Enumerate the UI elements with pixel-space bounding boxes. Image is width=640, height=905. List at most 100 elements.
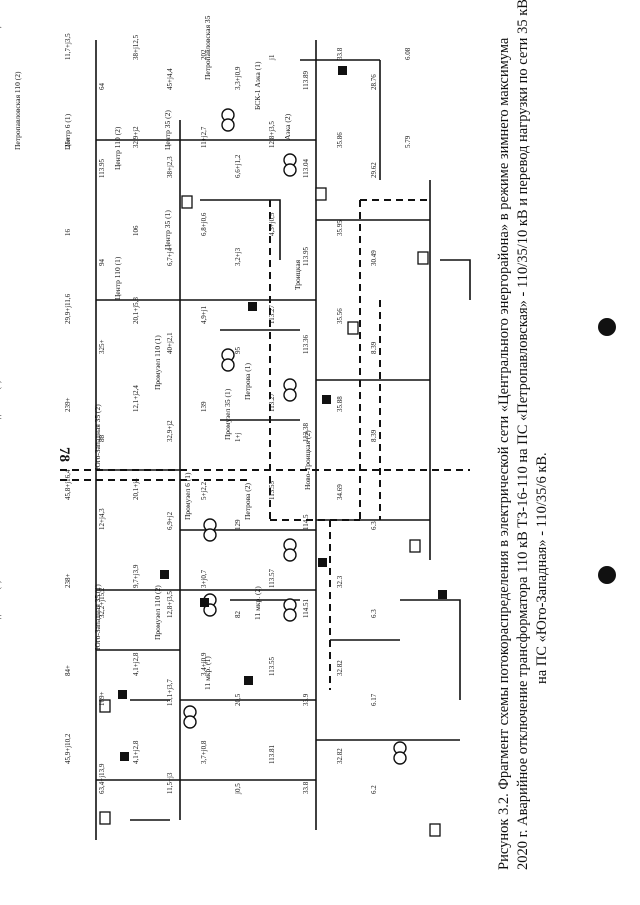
flow-value: 45+j4,4 [166,68,174,90]
voltage-value: 32.82 [336,748,344,764]
voltage-value: 114.5 [302,514,310,530]
voltage-value: 6.17 [370,693,378,706]
flow-value: 32,9+j2 [132,126,140,148]
flow-value: 113.95 [98,159,106,178]
node-label: Петрова (2) [243,482,252,520]
flow-value: 20,5 [234,693,242,706]
voltage-value: 33.8 [302,781,310,794]
node-label: Юго-Западная 110 (1) [0,580,2,650]
flow-value: 20,1+j5,8 [132,297,140,324]
flow-value: 25+ [64,137,72,148]
flow-value: 9,7+j3,9 [132,564,140,588]
flow-value: 6,8+j0,6 [200,212,208,236]
voltage-value: 30.49 [370,250,378,266]
flow-value: 3,3+j0,9 [234,66,242,90]
node-label: Петрова (1) [243,362,252,400]
flow-value: 6,6+j1,2 [234,154,242,178]
node-label: Центр 110 (1) [113,256,122,300]
flow-value: 139 [200,401,208,412]
figure-caption-line3: на ПС «Юго-Западная» - 110/35/6 кВ. [534,452,550,684]
node-label: Промузел 110 (2) [153,585,162,640]
flow-value: 202 [200,49,208,60]
voltage-value: 33.8 [336,47,344,60]
node-label: 11 мкр. (1) [203,656,212,690]
flow-value: 11,7+j3,5 [64,33,72,60]
node-label: Аэка (2) [283,113,292,140]
flow-value: 3+j0,7 [200,569,208,588]
flow-value: 12,8+j3,5 [268,121,276,148]
flow-value: 45,9+j10,2 [64,733,72,764]
flow-value: 32,2+j15,2 [98,587,106,618]
node-label: Промузел 110 (1) [153,335,162,390]
voltage-value: 113.04 [302,159,310,178]
voltage-value: 113.55 [268,657,276,676]
flow-value: 11,5+j3 [166,772,174,794]
flow-value: 106 [132,225,140,236]
voltage-value: 6.2 [370,785,378,794]
voltage-value: 32.82 [336,660,344,676]
flow-value: 6,7+j4 [166,247,174,266]
voltage-value: 113.27 [268,393,276,412]
node-label: Петропавловская 35 [203,15,212,80]
voltage-value: 113.38 [302,423,310,442]
flow-value: j0,5 [234,783,242,795]
node-label: БСК-1 Аэка (1) [253,61,262,110]
flow-value: 4,1+j2,8 [132,652,140,676]
flow-value: 94 [98,259,106,267]
flow-value: 129 [234,519,242,530]
voltage-value: 6.08 [404,47,412,60]
flow-value: 12,8+j3,5 [166,591,174,618]
flow-value: 20,1+j4 [132,478,140,500]
flow-value: 169+ [98,692,106,707]
voltage-value: 113.95 [302,247,310,266]
flow-value: 84+ [64,665,72,676]
flow-value: 6,9+j2 [166,511,174,530]
flow-value: 64 [98,83,106,91]
voltage-value: 113.81 [268,745,276,764]
figure-caption-line1: Рисунок 3.2. Фрагмент схемы потокораспре… [496,37,512,870]
voltage-value: 113.57 [268,569,276,588]
flow-value: 4,3+j0,5 [268,212,276,236]
node-label: Петропавловская 110 (2) [13,71,22,150]
node-label: Г-1 Южно-Сахалинская ТЭЦ-1 [0,20,2,120]
flow-value: 3,4+j0,9 [200,652,208,676]
voltage-value: 6.3 [370,609,378,618]
voltage-value: 33.9 [302,693,310,706]
voltage-value: 35.86 [336,132,344,148]
flow-value: 4,1+j2,8 [132,740,140,764]
voltage-value: 5.79 [404,135,412,148]
node-label: Юго-Западная 35 (1) [93,584,102,650]
flow-value: 95 [234,347,242,355]
voltage-value: 32.3 [336,575,344,588]
voltage-value: 28.76 [370,74,378,90]
flow-value: 16 [64,229,72,237]
flow-value: 1+j [234,433,242,442]
node-label: 11 мкр. (2) [253,586,262,620]
flow-value: 11+j2,7 [200,126,208,148]
voltage-value: 114.51 [302,599,310,618]
flow-value: 12,1+j2,4 [132,385,140,412]
node-label: Юго-Западная 110 (2) [0,380,2,450]
flow-value: 63,4+j13,9 [98,763,106,794]
voltage-value: 35.95 [336,220,344,236]
voltage-value: 8.39 [370,341,378,354]
flow-value: 29,9+j11,6 [64,293,72,324]
voltage-value: 34.69 [336,484,344,500]
flow-value: 45,8+j16,4 [64,469,72,500]
flow-value: 5+j2,2 [200,481,208,500]
flow-value: 3,7+j0,8 [200,740,208,764]
flow-value: 38+j2,3 [166,156,174,178]
flow-value: 40+j2,1 [166,332,174,354]
node-label: Промузел 6 (1) [183,472,192,520]
voltage-value: 113.55 [268,481,276,500]
node-label: Центр 110 (2) [113,126,122,170]
voltage-value: 35.56 [336,308,344,324]
flow-value: 238+ [64,574,72,589]
node-label: Промузел 35 (1) [223,388,232,440]
flow-value: 3,2+j3 [234,247,242,266]
node-label: Юго-Западная 35 (2) [93,404,102,470]
flow-value: 4,9+j1 [200,305,208,324]
flow-value: 239+ [64,398,72,413]
figure-caption-line2: 2020 г. Аварийное отключение трансформат… [515,0,531,870]
